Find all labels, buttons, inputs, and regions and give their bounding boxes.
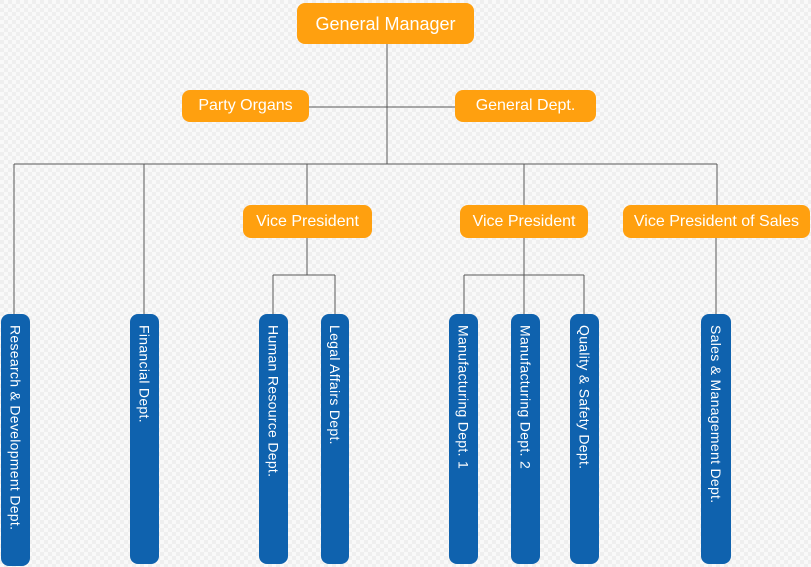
node-human-resource-dept[interactable]: Human Resource Dept. bbox=[259, 314, 288, 564]
node-vice-president-1[interactable]: Vice President bbox=[243, 205, 372, 238]
node-general-manager[interactable]: General Manager bbox=[297, 3, 474, 44]
node-sales-management-dept[interactable]: Sales & Management Dept. bbox=[701, 314, 731, 564]
node-general-dept[interactable]: General Dept. bbox=[455, 90, 596, 122]
node-label: Quality & Safety Dept. bbox=[576, 325, 593, 470]
node-label: Manufacturing Dept. 2 bbox=[517, 325, 534, 470]
node-label: Manufacturing Dept. 1 bbox=[455, 325, 472, 470]
node-label: Financial Dept. bbox=[136, 325, 153, 423]
node-financial-dept[interactable]: Financial Dept. bbox=[130, 314, 159, 564]
node-legal-affairs-dept[interactable]: Legal Affairs Dept. bbox=[321, 314, 349, 564]
node-label: Legal Affairs Dept. bbox=[327, 325, 343, 445]
node-label: Sales & Management Dept. bbox=[708, 325, 724, 504]
node-vice-president-2[interactable]: Vice President bbox=[460, 205, 588, 238]
node-manufacturing-dept-2[interactable]: Manufacturing Dept. 2 bbox=[511, 314, 540, 564]
node-label: Research & Development Dept. bbox=[7, 325, 24, 531]
node-party-organs[interactable]: Party Organs bbox=[182, 90, 309, 122]
node-label: Human Resource Dept. bbox=[265, 325, 282, 478]
node-manufacturing-dept-1[interactable]: Manufacturing Dept. 1 bbox=[449, 314, 478, 564]
node-research-development-dept[interactable]: Research & Development Dept. bbox=[1, 314, 30, 566]
node-quality-safety-dept[interactable]: Quality & Safety Dept. bbox=[570, 314, 599, 564]
node-vice-president-of-sales[interactable]: Vice President of Sales bbox=[623, 205, 810, 238]
